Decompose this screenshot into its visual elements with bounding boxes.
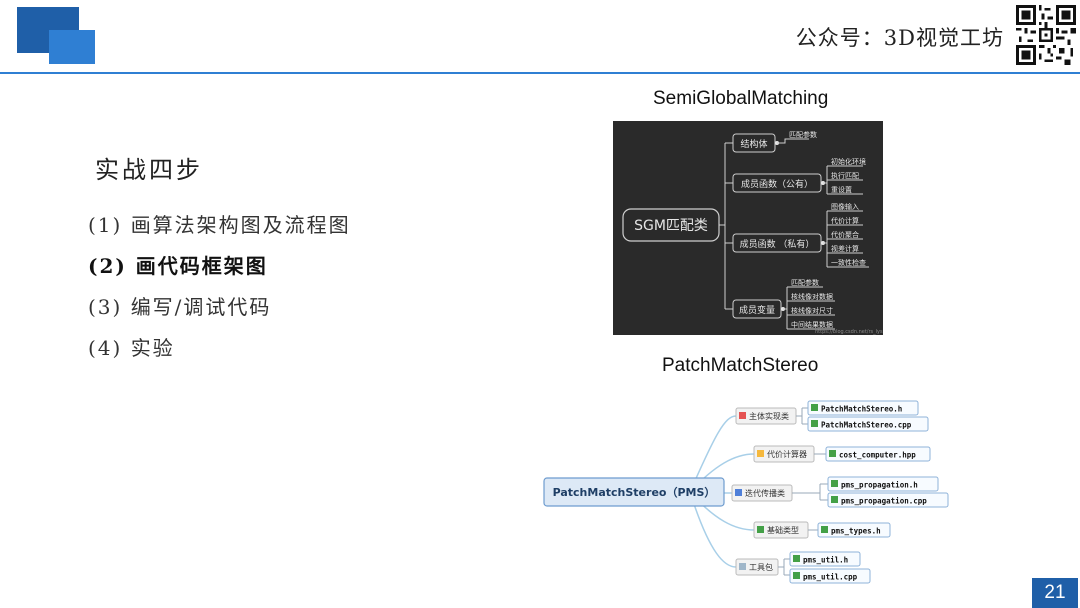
pms-branch-label: 工具包 bbox=[749, 562, 773, 572]
pms-mindmap: PatchMatchStereo（PMS） 主体实现类 PatchMatchSt… bbox=[543, 400, 949, 584]
file-node bbox=[807, 416, 929, 432]
sgm-root-label: SGM匹配类 bbox=[634, 218, 708, 234]
sgm-leaf-label: 代价计算 bbox=[831, 216, 859, 225]
file-node bbox=[827, 476, 939, 492]
header-title: 公众号：3D视觉工坊 bbox=[795, 26, 1004, 50]
check-icon bbox=[829, 450, 836, 457]
step-item: (1) 画算法架构图及流程图 bbox=[88, 213, 351, 237]
check-icon bbox=[821, 526, 828, 533]
file-label: pms_types.h bbox=[831, 527, 881, 536]
priority-2-icon bbox=[757, 450, 764, 457]
file-label: cost_computer.hpp bbox=[839, 451, 916, 460]
pms-branch-label: 基础类型 bbox=[767, 525, 799, 535]
page-number: 21 bbox=[1032, 578, 1078, 608]
header-divider bbox=[0, 72, 1080, 74]
priority-1-icon bbox=[739, 412, 746, 419]
pms-branch-label: 迭代传播类 bbox=[745, 488, 785, 498]
sgm-branch-label: 成员变量 bbox=[739, 304, 775, 316]
pms-branch-label: 主体实现类 bbox=[749, 411, 789, 421]
check-icon bbox=[793, 555, 800, 562]
sgm-leaf-label: 中间结果数据 bbox=[791, 320, 833, 329]
sgm-leaf-label: 视差计算 bbox=[831, 244, 859, 253]
file-label: PatchMatchStereo.h bbox=[821, 405, 902, 414]
sgm-mindmap: SGM匹配类 结构体 成员函数（公有） 成员函数 （私有） 成员变量 匹配参数 … bbox=[613, 121, 883, 335]
step-item: (3) 编写/调试代码 bbox=[88, 295, 272, 319]
file-label: pms_util.cpp bbox=[803, 573, 858, 582]
sgm-leaf-label: 匹配参数 bbox=[791, 278, 819, 287]
sgm-leaf-label: 匹配参数 bbox=[789, 130, 817, 139]
file-node bbox=[827, 492, 949, 508]
file-node bbox=[817, 522, 891, 538]
steps-list: (1) 画算法架构图及流程图 (2) 画代码框架图 (3) 编写/调试代码 (4… bbox=[88, 210, 351, 374]
sgm-leaf-label: 核线像对尺寸 bbox=[791, 306, 833, 315]
file-label: pms_propagation.h bbox=[841, 481, 918, 490]
priority-5-icon bbox=[739, 563, 746, 570]
sgm-leaf-label: 图像输入 bbox=[831, 202, 859, 211]
check-icon bbox=[831, 496, 838, 503]
pms-root-label: PatchMatchStereo（PMS） bbox=[553, 486, 716, 499]
sgm-branch-label: 成员函数（公有） bbox=[741, 178, 813, 190]
priority-3-icon bbox=[735, 489, 742, 496]
file-label: PatchMatchStereo.cpp bbox=[821, 421, 912, 430]
slide-heading: 实战四步 bbox=[95, 156, 203, 184]
pms-caption: PatchMatchStereo bbox=[662, 355, 819, 376]
step-item: (4) 实验 bbox=[88, 336, 175, 360]
check-icon bbox=[811, 420, 818, 427]
check-icon bbox=[793, 572, 800, 579]
sgm-caption: SemiGlobalMatching bbox=[653, 88, 829, 109]
sgm-leaf-label: 重设置 bbox=[831, 185, 852, 194]
check-icon bbox=[811, 404, 818, 411]
sgm-leaf-label: 初始化环境 bbox=[831, 157, 866, 166]
sgm-leaf-label: 核线像对数据 bbox=[791, 292, 833, 301]
sgm-leaf-label: 代价聚合 bbox=[831, 230, 859, 239]
sgm-branch-label: 结构体 bbox=[740, 138, 767, 150]
sgm-leaf-label: 一致性检查 bbox=[831, 258, 866, 267]
file-label: pms_propagation.cpp bbox=[841, 497, 927, 506]
qr-code-icon bbox=[1016, 5, 1076, 65]
sgm-watermark: https://blog.csdn.net/rs_lys bbox=[815, 329, 883, 335]
file-node bbox=[825, 446, 931, 462]
pms-root-node bbox=[543, 477, 725, 507]
file-label: pms_util.h bbox=[803, 556, 848, 565]
step-item-current: (2) 画代码框架图 bbox=[88, 254, 268, 278]
sgm-branch-label: 成员函数 （私有） bbox=[740, 238, 815, 250]
check-icon bbox=[831, 480, 838, 487]
sgm-leaf-label: 执行匹配 bbox=[831, 171, 859, 180]
priority-4-icon bbox=[757, 526, 764, 533]
file-node bbox=[807, 400, 919, 416]
corner-block-light bbox=[49, 30, 95, 64]
file-node bbox=[789, 568, 871, 584]
pms-branch-label: 代价计算器 bbox=[767, 449, 807, 459]
file-node bbox=[789, 551, 861, 567]
